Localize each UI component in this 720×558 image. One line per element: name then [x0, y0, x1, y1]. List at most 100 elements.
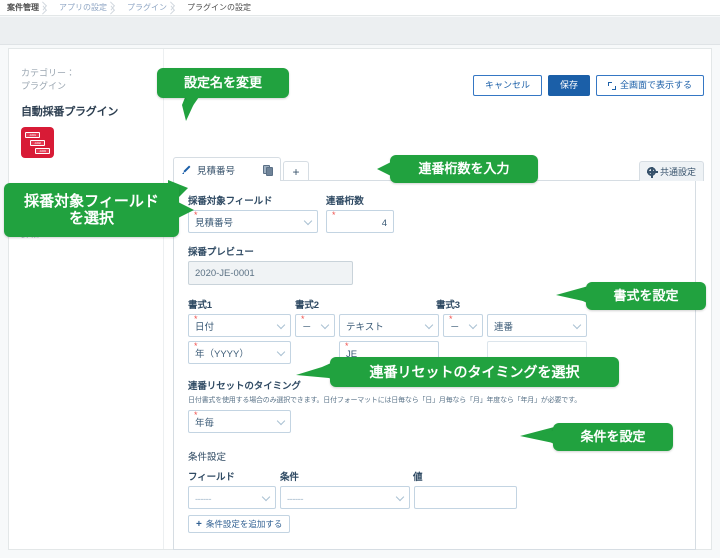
plugin-info-sidebar: カテゴリー： プラグイン 自動採番プラグイン J-001 J-002 J-003… [9, 49, 164, 549]
format2-label: 書式2 [295, 300, 319, 311]
preview-label: 採番プレビュー [188, 247, 254, 258]
callout-text-line1: 採番対象フィールド [24, 192, 159, 210]
callout-text: 設定名を変更 [183, 74, 262, 90]
required-marker: * [194, 410, 198, 420]
format2-separator-value: － [302, 322, 312, 333]
plugin-icon: J-001 J-002 J-003 [21, 127, 54, 158]
expand-icon [607, 81, 616, 90]
target-field-value: 見積番号 [195, 218, 234, 229]
format1-detail-select[interactable]: * 年（YYYY） [188, 341, 291, 364]
conditions-block: 条件設定 フィールド 条件 値 ------ ------ [188, 449, 681, 533]
callout-pointer [178, 202, 194, 218]
format2-type-select[interactable]: テキスト [339, 314, 439, 337]
preview-value: 2020-JE-0001 [195, 267, 255, 279]
chevron-down-icon [303, 216, 313, 226]
reset-timing-label: 連番リセットのタイミング [188, 381, 301, 392]
callout-enter-digits: 連番桁数を入力 [377, 155, 538, 183]
category-value-text: プラグイン [21, 81, 67, 91]
digits-label: 連番桁数 [326, 196, 364, 207]
callout-set-condition: 条件を設定 [540, 423, 673, 451]
category-label-text: カテゴリー： [21, 68, 76, 78]
breadcrumb: 案件管理 アプリの設定 プラグイン プラグインの設定 [0, 0, 720, 16]
breadcrumb-label: 案件管理 [7, 3, 39, 12]
add-tab-button[interactable]: + [283, 161, 310, 181]
format3-label: 書式3 [436, 300, 460, 311]
fullscreen-button-label: 全画面で表示する [619, 80, 692, 90]
plus-icon: + [196, 518, 202, 530]
breadcrumb-item-app[interactable]: 案件管理 [0, 0, 51, 16]
plugin-icon-chip: J-002 [30, 140, 45, 146]
add-condition-button[interactable]: + 条件設定を追加する [188, 515, 291, 533]
callout-text: 条件を設定 [580, 428, 646, 444]
copy-icon[interactable] [263, 165, 274, 176]
add-condition-label: 条件設定を追加する [205, 519, 283, 529]
preview-block: 採番プレビュー 2020-JE-0001 [188, 244, 681, 285]
breadcrumb-item-app-settings[interactable]: アプリの設定 [51, 0, 119, 16]
tab-quote-number[interactable]: 見積番号 [173, 157, 282, 181]
category-label: カテゴリー： プラグイン [21, 67, 151, 93]
breadcrumb-item-plugin-settings: プラグインの設定 [179, 0, 263, 16]
format3-type-select[interactable]: 連番 [487, 314, 587, 337]
format3-type-value: 連番 [494, 322, 514, 333]
breadcrumb-label: プラグインの設定 [187, 3, 251, 12]
cancel-button-top[interactable]: キャンセル [472, 75, 542, 96]
conditions-header-row: フィールド 条件 値 [188, 469, 681, 486]
callout-set-format: 書式を設定 [573, 282, 706, 310]
callout-text-line2: を選択 [68, 210, 114, 227]
save-button-top[interactable]: 保存 [547, 75, 590, 96]
chevron-down-icon [320, 320, 330, 330]
target-field-select[interactable]: * 見積番号 [188, 210, 318, 233]
condition-field-select[interactable]: ------ [188, 486, 276, 509]
digits-value: 4 [381, 218, 387, 229]
conditions-col-field: フィールド [188, 472, 235, 483]
chevron-down-icon [424, 320, 434, 330]
callout-text: 書式を設定 [613, 287, 679, 303]
required-marker: * [194, 341, 198, 351]
format2-detail-value: JE [346, 349, 358, 360]
target-field-label: 採番対象フィールド [188, 196, 273, 207]
format1-type-select[interactable]: * 日付 [188, 314, 291, 337]
reset-timing-select[interactable]: * 年毎 [188, 410, 291, 433]
chevron-down-icon [261, 492, 271, 502]
format1-label: 書式1 [188, 300, 212, 311]
required-marker: * [194, 210, 198, 220]
required-marker: * [301, 314, 305, 324]
digits-input[interactable]: * 4 [326, 210, 394, 233]
required-marker: * [345, 341, 349, 351]
plugin-icon-chip: J-003 [35, 148, 50, 154]
chevron-right-icon [39, 0, 49, 16]
chevron-down-icon [395, 492, 405, 502]
conditions-col-value: 値 [413, 472, 423, 483]
callout-text: 連番桁数を入力 [418, 160, 510, 176]
format-type-row: * 日付 * － テキスト [188, 314, 681, 337]
format3-separator-select[interactable]: * － [443, 314, 483, 337]
chevron-down-icon [468, 320, 478, 330]
plugin-title: 自動採番プラグイン [21, 106, 119, 118]
condition-operator-select[interactable]: ------ [280, 486, 410, 509]
common-settings-tab[interactable]: 共通設定 [638, 161, 704, 181]
format3-separator-value: － [450, 322, 460, 333]
pencil-icon[interactable] [182, 165, 191, 174]
condition-field-value: ------ [195, 494, 211, 505]
breadcrumb-label: アプリの設定 [59, 3, 107, 12]
callout-pointer [185, 97, 199, 107]
chevron-down-icon [276, 416, 286, 426]
condition-value-input[interactable] [414, 486, 517, 509]
callout-select-reset-timing: 連番リセットのタイミングを選択 [317, 357, 619, 387]
callout-pointer [540, 430, 554, 444]
callout-text: 連番リセットのタイミングを選択 [369, 363, 580, 380]
chevron-right-icon [107, 0, 117, 16]
chevron-right-icon [167, 0, 177, 16]
format2-separator-select[interactable]: * － [295, 314, 335, 337]
fullscreen-button[interactable]: 全画面で表示する [595, 75, 704, 96]
required-marker: * [449, 314, 453, 324]
callout-rename-setting: 設定名を変更 [157, 68, 289, 107]
chevron-down-icon [572, 320, 582, 330]
callout-select-target-field: 採番対象フィールド を選択 [4, 183, 194, 237]
reset-timing-help: 日付書式を使用する場合のみ選択できます。日付フォーマットには日毎なら「日」月毎な… [188, 397, 581, 404]
breadcrumb-item-plugin[interactable]: プラグイン [119, 0, 179, 16]
format1-detail-value: 年（YYYY） [195, 349, 249, 360]
reset-timing-value: 年毎 [195, 418, 215, 429]
callout-pointer [317, 365, 331, 379]
